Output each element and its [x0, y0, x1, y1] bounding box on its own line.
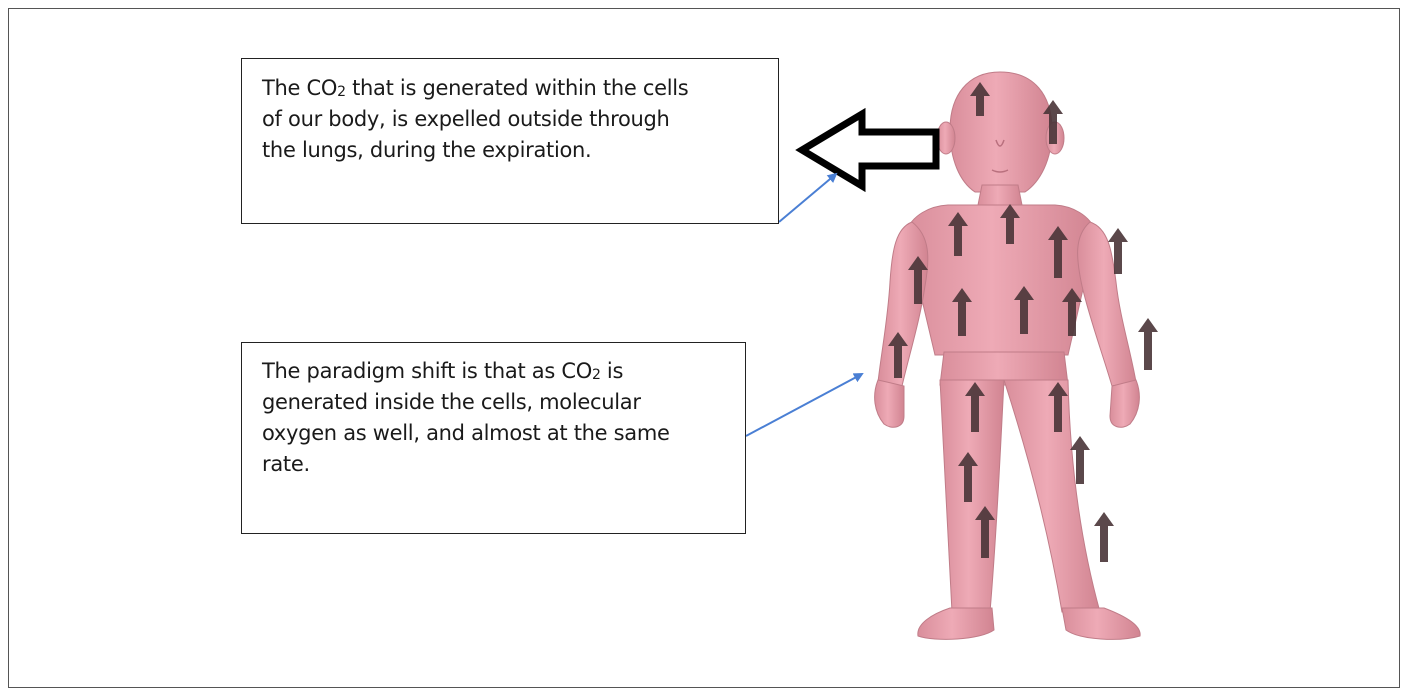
callout-bottom-line-3: oxygen as well, and almost at the same: [262, 418, 745, 449]
callout-bottom-line-2: generated inside the cells, molecular: [262, 387, 745, 418]
callout-paradigm-shift: The paradigm shift is that as CO2 is gen…: [241, 342, 746, 534]
callout-top-line-1: The CO2 that is generated within the cel…: [262, 73, 778, 104]
callout-bottom-line-4: rate.: [262, 449, 745, 480]
callout-co2-expiration: The CO2 that is generated within the cel…: [241, 58, 779, 224]
up-arrow-icon: [1094, 512, 1114, 562]
callout-bottom-line-1: The paradigm shift is that as CO2 is: [262, 356, 745, 387]
callout-top-line-2: of our body, is expelled outside through: [262, 104, 778, 135]
callout-top-line-3: the lungs, during the expiration.: [262, 135, 778, 166]
up-arrow-icon: [1138, 318, 1158, 370]
connector-arrow-top: [779, 174, 836, 222]
hollow-left-arrow-icon: [802, 114, 936, 186]
connector-arrow-bottom: [746, 374, 862, 436]
